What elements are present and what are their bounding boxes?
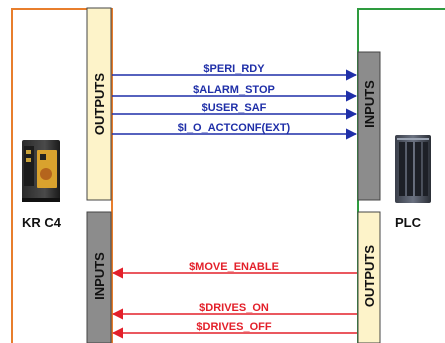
kr-inputs-label: INPUTS (92, 252, 107, 300)
signal-label: $MOVE_ENABLE (189, 261, 279, 273)
signals-to-kr: $MOVE_ENABLE $DRIVES_ON $DRIVES_OFF (111, 261, 357, 339)
plc-outputs-label: OUTPUTS (362, 245, 377, 307)
signals-to-plc: $PERI_RDY $ALARM_STOP $USER_SAF $I_O_ACTCON… (112, 63, 358, 140)
plc-outputs-block: OUTPUTS (357, 211, 381, 343)
kr-label: KR C4 (22, 215, 62, 230)
kr-inputs-block: INPUTS (86, 211, 112, 343)
signal-label: $DRIVES_ON (199, 302, 269, 314)
plc-rack-icon (395, 135, 431, 203)
plc-inputs-label: INPUTS (362, 80, 377, 128)
signal-label: $ALARM_STOP (193, 84, 275, 96)
signal-label: $USER_SAF (202, 102, 267, 114)
plc-inputs-block: INPUTS (357, 51, 381, 201)
signal-label: $PERI_RDY (203, 63, 265, 75)
robot-controller-cabinet-icon (22, 140, 60, 202)
kr-outputs-label: OUTPUTS (92, 73, 107, 135)
signal-label: $DRIVES_OFF (196, 321, 271, 333)
signal-label: $I_O_ACTCONF(EXT) (178, 122, 291, 134)
plc-label: PLC (395, 215, 422, 230)
kr-outputs-block: OUTPUTS (86, 7, 112, 201)
